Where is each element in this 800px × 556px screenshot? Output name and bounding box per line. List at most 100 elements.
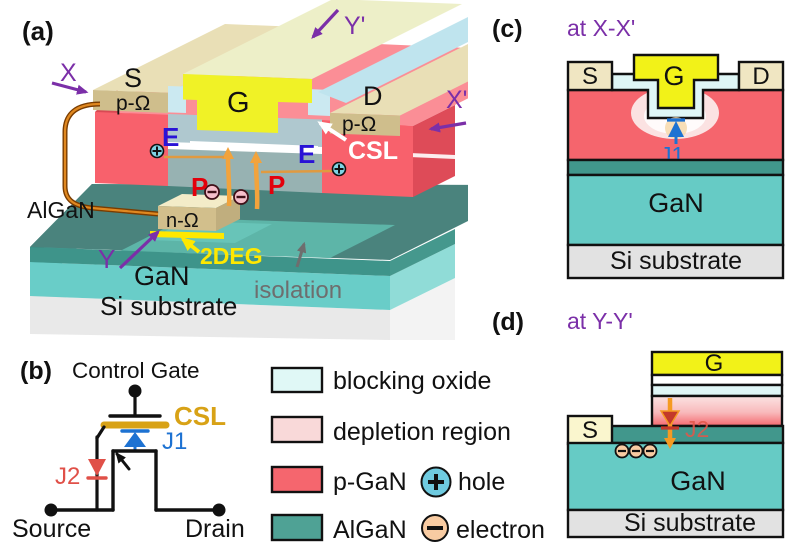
drain-label: D xyxy=(363,81,383,111)
legend-swatch-p-gan xyxy=(270,465,324,494)
n-ohmic-side xyxy=(216,196,240,231)
csl-schematic-label: CSL xyxy=(174,401,226,431)
legend-swatch-depletion-region xyxy=(270,415,324,444)
cut-y-label: Y xyxy=(98,244,115,274)
csl-layer xyxy=(190,141,318,153)
source-terminal-label: Source xyxy=(12,515,91,543)
gan-right-face xyxy=(390,244,455,310)
hole-path-right xyxy=(260,169,334,174)
hole-current-arrowhead-2 xyxy=(250,151,262,163)
channel-arrow xyxy=(115,452,131,471)
twodeg-arrow xyxy=(180,236,201,254)
drain-terminal-dot xyxy=(212,503,226,517)
legend-label-hole: hole xyxy=(458,468,505,496)
panel-c: (c) at X-X' J1 S G D GaN Si substrate xyxy=(492,15,785,280)
control-gate-label: Control Gate xyxy=(72,358,200,383)
e-field-right-label: E xyxy=(298,139,315,169)
panel-b: (b) Control Gate CSL J2 J1 Source Drain xyxy=(12,357,245,543)
g-label-d: G xyxy=(705,350,724,377)
gate-terminal-dot xyxy=(128,384,142,398)
p-current-left-label: P xyxy=(191,172,208,202)
legend: blocking oxide depletion region p-GaN ho… xyxy=(270,366,545,544)
gan-label-d: GaN xyxy=(670,466,726,496)
s-label-d: S xyxy=(582,417,598,444)
si-substrate-c xyxy=(566,243,785,280)
si-substrate-label-d: Si substrate xyxy=(624,509,756,537)
oxide-top-right xyxy=(318,17,468,103)
legend-label-blocking-oxide: blocking oxide xyxy=(333,367,491,395)
blocking-oxide-d xyxy=(650,383,784,398)
electron-symbol-1 xyxy=(204,184,220,200)
gan-label: GaN xyxy=(134,261,190,291)
legend-label-algan: AlGaN xyxy=(333,516,407,544)
cut-y-prime-label: Y' xyxy=(344,12,365,40)
hole-current-arrowhead-1 xyxy=(222,147,234,159)
source-label: S xyxy=(124,63,142,93)
j2-schematic-label: J2 xyxy=(55,463,80,490)
source-wire xyxy=(63,102,159,216)
panel-b-tag: (b) xyxy=(20,357,52,385)
algan-layer-c xyxy=(566,158,785,177)
twodeg-stripe xyxy=(150,231,224,239)
j2-diode-d xyxy=(659,398,681,449)
d-label-c: D xyxy=(752,63,769,90)
csl-label: CSL xyxy=(348,137,398,165)
cut-y-prime-arrow xyxy=(311,8,340,39)
twodeg-label: 2DEG xyxy=(200,243,263,269)
j2-diode-triangle xyxy=(88,459,106,476)
oxide-front-right xyxy=(308,89,330,116)
source-contact-d xyxy=(566,414,614,446)
legend-swatch-algan xyxy=(270,513,324,542)
n-ohmic-label: n-Ω xyxy=(166,210,199,232)
source-strip-top xyxy=(93,24,300,93)
g-label-c: G xyxy=(663,61,684,91)
panel-c-tag: (c) xyxy=(492,15,523,43)
algan-label: AlGaN xyxy=(27,197,95,223)
j1-diode-c xyxy=(667,118,685,144)
hole-current-arrow-2 xyxy=(253,161,260,210)
panel-d-title: at Y-Y' xyxy=(567,308,633,334)
si-substrate-label: Si substrate xyxy=(100,291,237,321)
isolation-arrow xyxy=(295,241,307,268)
gan-layer-d xyxy=(566,441,785,512)
algan-front-face xyxy=(30,247,390,276)
electron-legend-symbol xyxy=(421,514,449,542)
hole-legend-symbol xyxy=(420,466,452,498)
gate-cap-top xyxy=(183,0,462,79)
legend-label-depletion-region: depletion region xyxy=(333,418,511,446)
pgan-front-left xyxy=(95,112,168,186)
panel-d-tag: (d) xyxy=(492,308,524,336)
j2-label-d: J2 xyxy=(685,416,709,442)
hole-symbol-right xyxy=(331,161,347,177)
drain-strip-front xyxy=(330,113,400,136)
legend-label-electron: electron xyxy=(456,516,545,544)
gate-front-face xyxy=(183,74,312,133)
cut-x-prime-arrow xyxy=(428,121,467,133)
legend-label-p-gan: p-GaN xyxy=(333,468,407,496)
oxide-front-left xyxy=(168,86,186,113)
cut-x-arrow xyxy=(51,81,89,95)
isolation-label: isolation xyxy=(254,277,342,304)
gate-c xyxy=(632,53,720,110)
electron-symbols-d xyxy=(614,443,658,459)
n-ohmic-front xyxy=(158,206,216,231)
trench-lower-face xyxy=(168,149,322,193)
drain-terminal-label: Drain xyxy=(185,515,245,543)
j1-schematic-label: J1 xyxy=(162,428,187,455)
source-terminal-dot xyxy=(44,503,58,517)
legend-swatch-blocking-oxide xyxy=(270,366,324,394)
si-right-face xyxy=(390,278,455,340)
source-contact-c xyxy=(566,60,614,92)
n-ohmic-top xyxy=(158,194,240,208)
csl-arrow xyxy=(317,121,348,142)
source-strip-front xyxy=(93,90,168,113)
drain-contact-c xyxy=(737,60,785,92)
panel-a-tag: (a) xyxy=(22,16,54,46)
drain-strip-top xyxy=(330,44,468,116)
electron-symbol-2 xyxy=(233,189,249,205)
si-substrate-d xyxy=(566,508,785,539)
panel-c-title: at X-X' xyxy=(567,15,635,41)
e-field-left-label: E xyxy=(162,122,179,152)
